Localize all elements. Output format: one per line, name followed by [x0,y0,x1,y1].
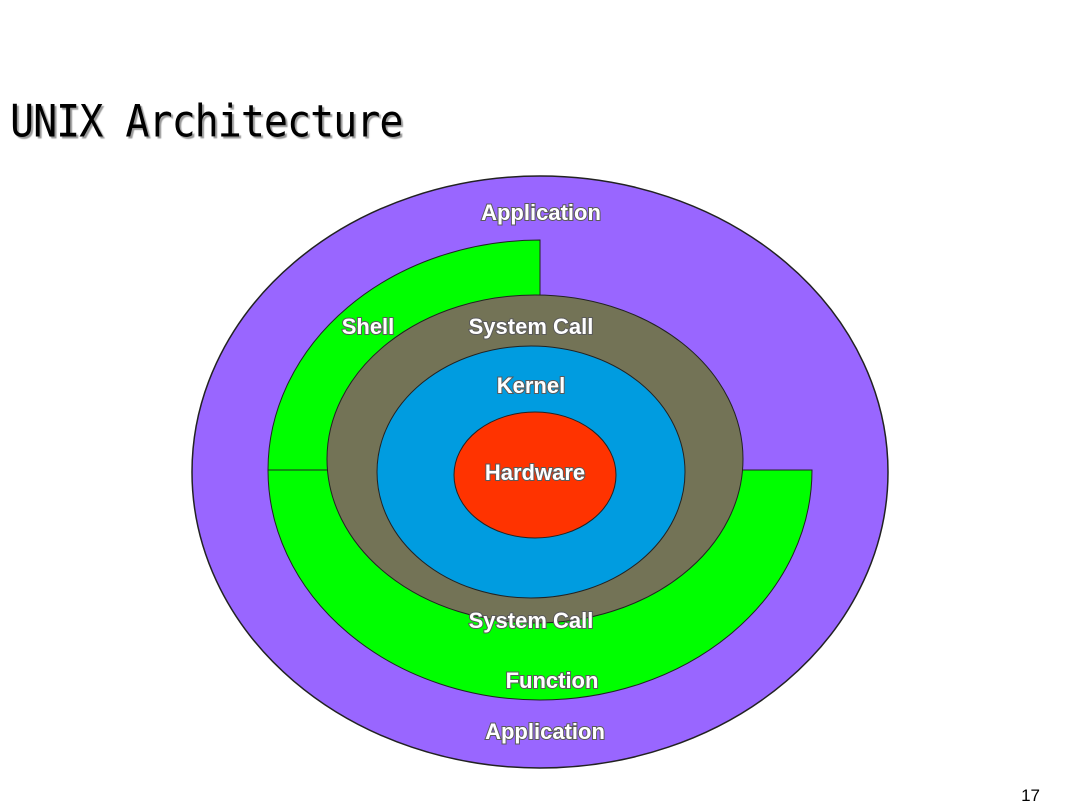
application-label-bottom: Application [485,719,605,744]
system-call-label-top: System Call [469,314,594,339]
slide-title: UNIX Architecture [10,96,403,148]
page-number: 17 [1021,786,1040,805]
function-label: Function [506,668,599,693]
kernel-label: Kernel [497,373,565,398]
hardware-core [453,411,617,539]
system-call-label-bottom: System Call [469,608,594,633]
hardware-label: Hardware [485,460,585,485]
shell-label: Shell [342,314,395,339]
application-label-top: Application [481,200,601,225]
